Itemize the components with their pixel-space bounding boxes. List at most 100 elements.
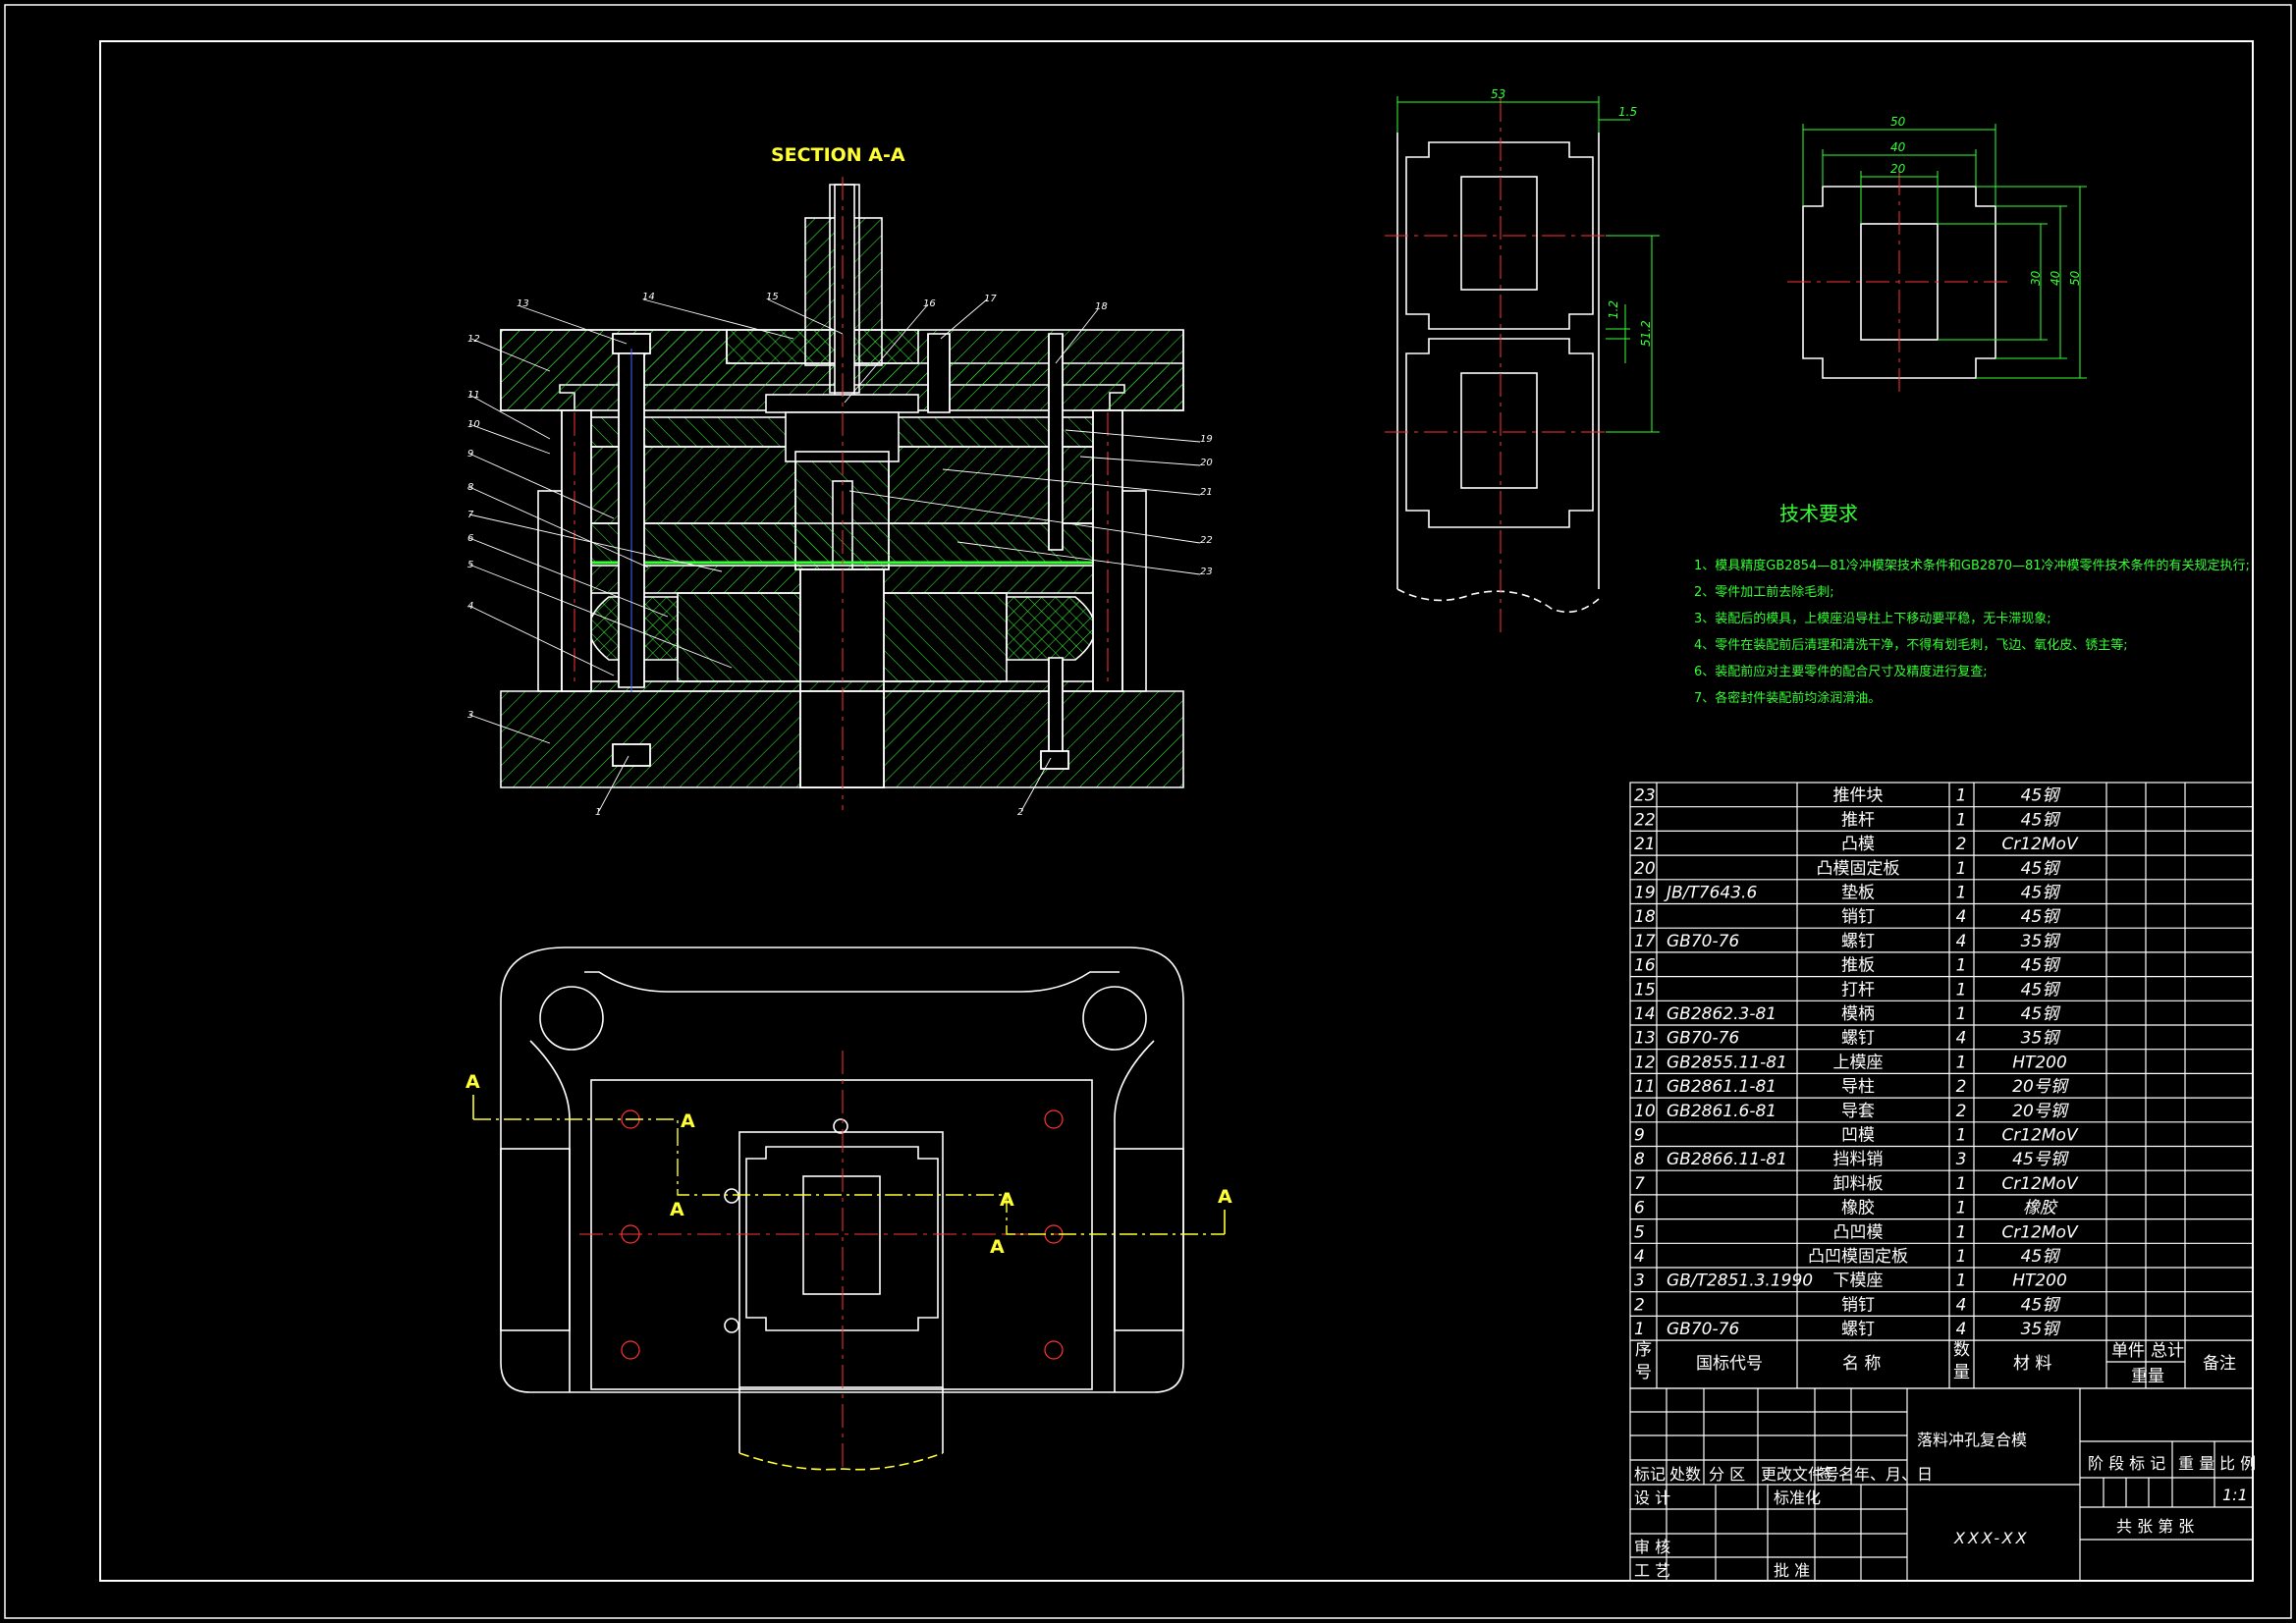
section-mark-6: A xyxy=(1218,1186,1232,1208)
bom-cell-no: 1 xyxy=(1634,1320,1645,1339)
section-mark-1: A xyxy=(465,1071,480,1093)
tb-col-mark: 标记 xyxy=(1634,1465,1666,1484)
lower-die-outline xyxy=(500,947,1184,1393)
part-label-21: 21 xyxy=(1200,487,1213,498)
rubber-right xyxy=(1006,596,1096,661)
bom-cell-qty: 1 xyxy=(1956,1126,1967,1146)
part-label-11: 11 xyxy=(467,390,480,401)
tb-process: 工 艺 xyxy=(1634,1561,1670,1580)
bom-cell-name: 卸料板 xyxy=(1833,1174,1884,1194)
bom-cell-no: 6 xyxy=(1634,1199,1645,1218)
bom-cell-qty: 1 xyxy=(1956,980,1967,1000)
bom-cell-qty: 1 xyxy=(1956,1174,1967,1194)
bom-cell-mat: 35钢 xyxy=(2021,1029,2062,1049)
tech-title: 技术要求 xyxy=(1779,502,1858,525)
part-label-4: 4 xyxy=(467,601,473,612)
punch-die-outline xyxy=(738,1131,944,1388)
bom-cell-std: GB2861.1-81 xyxy=(1667,1077,1777,1097)
strip-dim-edge: 1.5 xyxy=(1618,105,1637,119)
part-label-8: 8 xyxy=(467,482,473,493)
bom-cell-name: 凸凹模固定板 xyxy=(1808,1247,1908,1267)
bom-header-remark: 备注 xyxy=(2203,1354,2236,1374)
bom-cell-mat: 45钢 xyxy=(2021,907,2062,927)
bom-cell-mat: 45钢 xyxy=(2021,1295,2062,1315)
bom-cell-no: 16 xyxy=(1634,956,1656,976)
bom-cell-name: 导柱 xyxy=(1841,1077,1875,1097)
bom-cell-mat: Cr12MoV xyxy=(2001,1126,2079,1146)
bom-cell-qty: 2 xyxy=(1956,1102,1967,1121)
strip-layout: 53 1.5 1.2 51.2 xyxy=(1385,87,1660,638)
tb-col-date: 年、月、日 xyxy=(1854,1465,1933,1484)
strip-dim-pitch: 51.2 xyxy=(1639,320,1653,347)
bom-cell-std: GB70-76 xyxy=(1667,1029,1739,1049)
part-label-12: 12 xyxy=(467,334,480,345)
bom-cell-std: JB/T7643.6 xyxy=(1664,884,1757,903)
bom-cell-mat: HT200 xyxy=(2012,1053,2067,1072)
bom-cell-no: 7 xyxy=(1634,1174,1645,1194)
bom-cell-no: 23 xyxy=(1634,786,1656,806)
bom-cell-name: 销钉 xyxy=(1841,1295,1875,1315)
part-label-23: 23 xyxy=(1200,567,1213,577)
bom-cell-no: 4 xyxy=(1634,1247,1645,1267)
bom-cell-qty: 1 xyxy=(1956,1199,1967,1218)
blank-dim-h-outer: 50 xyxy=(2068,270,2082,286)
bom-cell-mat: 45钢 xyxy=(2021,859,2062,879)
tb-standardize: 标准化 xyxy=(1774,1488,1821,1507)
bom-cell-no: 5 xyxy=(1634,1222,1645,1242)
bom-cell-qty: 1 xyxy=(1956,786,1967,806)
part-label-5: 5 xyxy=(467,560,473,570)
bom-header-qty-b: 量 xyxy=(1953,1363,1970,1382)
bom-cell-name: 模柄 xyxy=(1841,1004,1875,1024)
section-mark-3: A xyxy=(670,1199,684,1220)
bom-cell-mat: 45号钢 xyxy=(2012,1150,2070,1169)
bom-cell-qty: 2 xyxy=(1956,835,1967,854)
section-view: SECTION A-A xyxy=(467,144,1213,818)
inner-border xyxy=(99,40,2254,1582)
bom-header-weight: 重量 xyxy=(2131,1367,2164,1386)
bom-header: 序 号 国标代号 名 称 数 量 材 料 单件 总计 重量 备注 xyxy=(1635,1340,2236,1386)
tb-design: 设 计 xyxy=(1634,1488,1670,1507)
bom-cell-qty: 1 xyxy=(1956,1247,1967,1267)
tb-ratio: 比 例 xyxy=(2219,1454,2256,1473)
bom-cell-no: 12 xyxy=(1634,1053,1656,1072)
bom-cell-no: 19 xyxy=(1634,884,1656,903)
bom-header-seq-a: 序 xyxy=(1635,1340,1652,1360)
tech-note-2: 2、零件加工前去除毛刺; xyxy=(1694,584,1834,600)
bom-cell-name: 凹模 xyxy=(1841,1126,1875,1146)
part-label-20: 20 xyxy=(1200,458,1213,468)
bom-cell-std: GB2862.3-81 xyxy=(1667,1004,1777,1024)
part-label-2: 2 xyxy=(1017,807,1023,818)
tb-sheets: 共 张 第 张 xyxy=(2116,1517,2194,1536)
part-label-15: 15 xyxy=(766,292,779,302)
screw-17 xyxy=(927,333,951,413)
bom-cell-std: GB/T2851.3.1990 xyxy=(1667,1271,1813,1291)
screw-1 xyxy=(612,743,651,767)
title-block: 落料冲孔复合模 XXX-XX 标记 处数 分 区 更改文件号 签 名 年、月、日… xyxy=(1629,1387,2256,1582)
bom-cell-no: 11 xyxy=(1634,1077,1656,1097)
bom-cell-no: 21 xyxy=(1634,835,1656,854)
bom-cell-no: 15 xyxy=(1634,980,1656,1000)
bom-cell-mat: 橡胶 xyxy=(2023,1199,2058,1218)
section-title: SECTION A-A xyxy=(771,144,905,166)
part-label-13: 13 xyxy=(517,298,529,309)
tb-scale: 1:1 xyxy=(2222,1486,2248,1504)
tb-weight: 重 量 xyxy=(2178,1454,2214,1473)
bom-cell-std: GB70-76 xyxy=(1667,1320,1739,1339)
bom-cell-mat: 45钢 xyxy=(2021,884,2062,903)
part-label-7: 7 xyxy=(467,510,474,520)
tb-review: 审 核 xyxy=(1634,1538,1670,1556)
bom-cell-mat: 35钢 xyxy=(2021,932,2062,951)
bom-cell-mat: 45钢 xyxy=(2021,786,2062,806)
bom-cell-name: 螺钉 xyxy=(1841,1320,1875,1339)
drawing-number: XXX-XX xyxy=(1953,1529,2030,1547)
part-label-10: 10 xyxy=(467,419,480,430)
blank-dim-mid: 40 xyxy=(1890,140,1906,154)
bom-cell-name: 挡料销 xyxy=(1833,1150,1884,1169)
bom-header-total: 总计 xyxy=(2151,1341,2184,1361)
bom-cell-qty: 1 xyxy=(1956,1271,1967,1291)
bom-cell-mat: 20号钢 xyxy=(2012,1077,2070,1097)
bom-cell-qty: 1 xyxy=(1956,956,1967,976)
section-mark-4: A xyxy=(1000,1189,1014,1211)
part-label-3: 3 xyxy=(467,710,473,721)
